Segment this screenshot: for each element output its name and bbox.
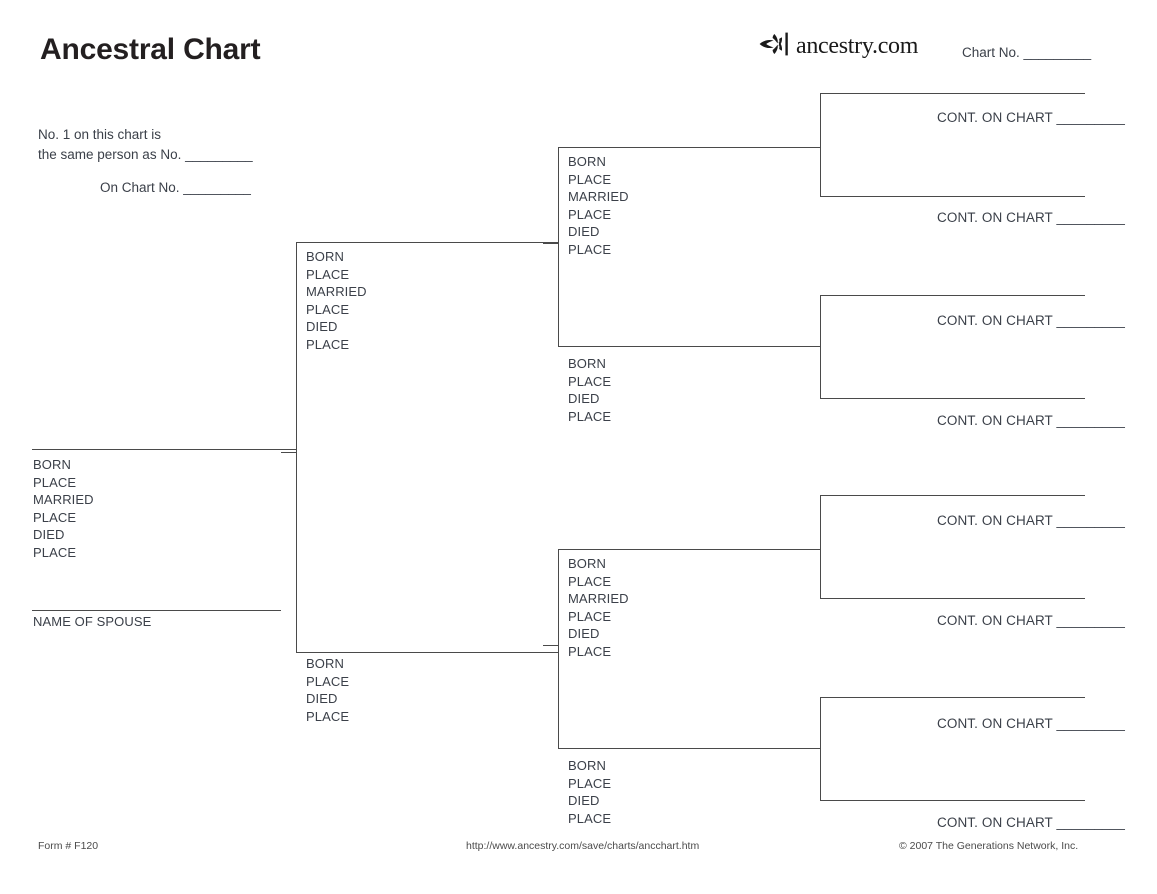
person-1-death-place-label: PLACE — [33, 544, 77, 560]
person-3-death-place-label: PLACE — [306, 708, 350, 724]
person-15-cont-on-chart[interactable]: CONT. ON CHART _________ — [937, 815, 1125, 830]
person-4-born-label: BORN — [568, 154, 606, 169]
connector-person3-gen3-vertical — [558, 549, 559, 748]
person-4-facts: BORN PLACE MARRIED PLACE DIED PLACE — [568, 153, 629, 258]
note-line-3[interactable]: On Chart No. _________ — [100, 180, 251, 195]
person-1-married-label: MARRIED — [33, 492, 94, 507]
person-1-marriage-place-label: PLACE — [33, 509, 77, 525]
bracket-a-vertical — [820, 93, 821, 197]
note-line-1: No. 1 on this chart is — [38, 127, 162, 142]
person-8-name-rule — [820, 93, 1085, 94]
person-2-birth-place-label: PLACE — [306, 266, 350, 282]
person-6-facts: BORN PLACE MARRIED PLACE DIED PLACE — [568, 555, 629, 660]
person-8-cont-on-chart[interactable]: CONT. ON CHART _________ — [937, 110, 1125, 125]
person-13-name-rule — [820, 598, 1085, 599]
person-1-birth-place-label: PLACE — [33, 474, 77, 490]
connector-person2-gen3-stub — [543, 243, 559, 244]
person-3-name-rule — [296, 652, 559, 653]
person-3-facts: BORN PLACE DIED PLACE — [306, 655, 349, 725]
person-1-name-rule — [32, 449, 297, 450]
person-2-name-rule — [296, 242, 559, 243]
bracket-d-vertical — [820, 697, 821, 801]
person-2-married-label: MARRIED — [306, 284, 367, 299]
person-7-death-place-label: PLACE — [568, 810, 612, 826]
connector-gen1-gen2-stub — [281, 452, 297, 453]
person-14-name-rule — [820, 697, 1085, 698]
footer-url[interactable]: http://www.ancestry.com/save/charts/ancc… — [466, 840, 700, 852]
person-5-born-label: BORN — [568, 356, 606, 371]
person-6-marriage-place-label: PLACE — [568, 608, 612, 624]
person-6-born-label: BORN — [568, 556, 606, 571]
person-6-married-label: MARRIED — [568, 591, 629, 606]
person-3-died-label: DIED — [306, 691, 338, 706]
person-6-death-place-label: PLACE — [568, 643, 612, 659]
note-line-2[interactable]: the same person as No. _________ — [38, 147, 253, 162]
person-4-death-place-label: PLACE — [568, 241, 612, 257]
person-7-born-label: BORN — [568, 758, 606, 773]
person-10-cont-on-chart[interactable]: CONT. ON CHART _________ — [937, 313, 1125, 328]
person-2-died-label: DIED — [306, 319, 338, 334]
connector-person2-gen3-vertical — [558, 147, 559, 346]
ancestry-brand: ancestry.com — [757, 31, 918, 62]
person-6-birth-place-label: PLACE — [568, 573, 612, 589]
person-9-name-rule — [820, 196, 1085, 197]
person-12-name-rule — [820, 495, 1085, 496]
ancestry-leaf-icon — [757, 31, 793, 62]
person-6-name-rule — [558, 549, 821, 550]
person-5-death-place-label: PLACE — [568, 408, 612, 424]
person-9-cont-on-chart[interactable]: CONT. ON CHART _________ — [937, 210, 1125, 225]
person-10-name-rule — [820, 295, 1085, 296]
bracket-b-vertical — [820, 295, 821, 399]
person-7-name-rule — [558, 748, 821, 749]
footer-copyright: © 2007 The Generations Network, Inc. — [899, 840, 1079, 852]
person-13-cont-on-chart[interactable]: CONT. ON CHART _________ — [937, 613, 1125, 628]
person-3-birth-place-label: PLACE — [306, 673, 350, 689]
person-4-married-label: MARRIED — [568, 189, 629, 204]
connector-person3-gen3-stub — [543, 645, 559, 646]
person-4-died-label: DIED — [568, 224, 600, 239]
footer-form-number: Form # F120 — [38, 840, 99, 852]
person-7-died-label: DIED — [568, 793, 600, 808]
person-2-facts: BORN PLACE MARRIED PLACE DIED PLACE — [306, 248, 367, 353]
connector-gen1-gen2-vertical — [296, 242, 297, 653]
chart-no-field[interactable]: Chart No. _________ — [962, 45, 1092, 60]
person-5-name-rule — [558, 346, 821, 347]
person-11-cont-on-chart[interactable]: CONT. ON CHART _________ — [937, 413, 1125, 428]
person-4-marriage-place-label: PLACE — [568, 206, 612, 222]
person-1-died-label: DIED — [33, 527, 65, 542]
person-5-died-label: DIED — [568, 391, 600, 406]
person-15-name-rule — [820, 800, 1085, 801]
person-3-born-label: BORN — [306, 656, 344, 671]
person-1-spouse-label: NAME OF SPOUSE — [33, 614, 152, 629]
person-4-name-rule — [558, 147, 821, 148]
person-12-cont-on-chart[interactable]: CONT. ON CHART _________ — [937, 513, 1125, 528]
person-5-birth-place-label: PLACE — [568, 373, 612, 389]
person-11-name-rule — [820, 398, 1085, 399]
person-7-facts: BORN PLACE DIED PLACE — [568, 757, 611, 827]
person-2-death-place-label: PLACE — [306, 336, 350, 352]
brand-name: ancestry.com — [796, 33, 919, 59]
person-5-facts: BORN PLACE DIED PLACE — [568, 355, 611, 425]
person-2-marriage-place-label: PLACE — [306, 301, 350, 317]
bracket-c-vertical — [820, 495, 821, 599]
person-6-died-label: DIED — [568, 626, 600, 641]
person-1-spouse-rule — [32, 610, 281, 611]
page-title: Ancestral Chart — [40, 33, 261, 66]
person-4-birth-place-label: PLACE — [568, 171, 612, 187]
person-2-born-label: BORN — [306, 249, 344, 264]
person-14-cont-on-chart[interactable]: CONT. ON CHART _________ — [937, 716, 1125, 731]
chart-cross-reference-note: No. 1 on this chart is the same person a… — [38, 125, 253, 198]
person-1-born-label: BORN — [33, 457, 71, 472]
person-1-facts: BORN PLACE MARRIED PLACE DIED PLACE — [33, 456, 94, 561]
person-7-birth-place-label: PLACE — [568, 775, 612, 791]
